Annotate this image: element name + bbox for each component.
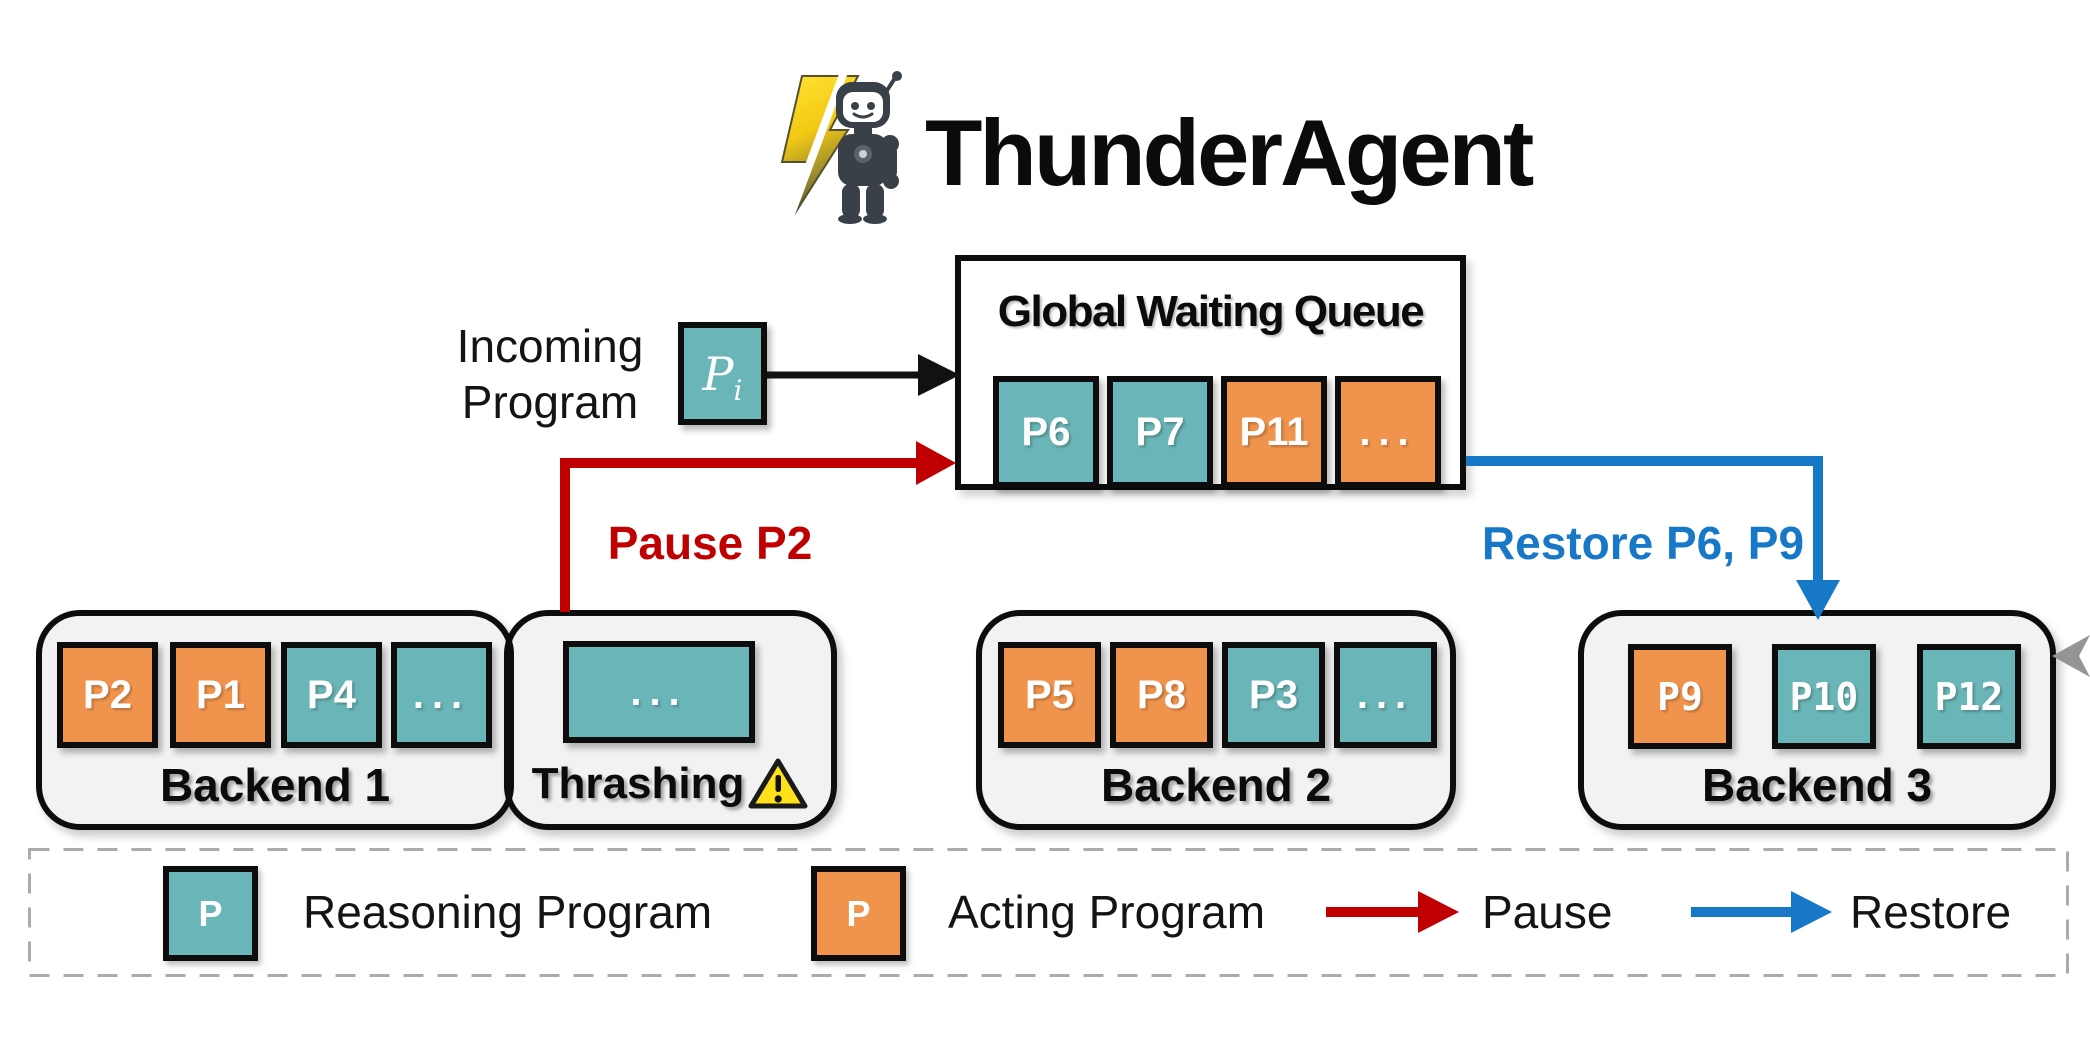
- incoming-program-box: Pi: [678, 322, 767, 425]
- lightning-bolt-robot-logo: [780, 70, 902, 224]
- queue-program-ellipsis: ...: [1335, 376, 1441, 488]
- incoming-line2: Program: [461, 376, 639, 428]
- backend1-program-p1: P1: [170, 642, 271, 748]
- program-label: ...: [1359, 409, 1417, 454]
- legend-pause-arrow-head: [1418, 891, 1459, 933]
- restore-action-label: Restore P6, P9: [1481, 517, 1805, 569]
- backend1-program-ellipsis: ...: [391, 642, 492, 748]
- backend1-program-p4: P4: [281, 642, 382, 748]
- thrashing-program-box: ...: [563, 641, 755, 743]
- incoming-arrow-head: [918, 354, 960, 396]
- backend1-program-p2: P2: [57, 642, 158, 748]
- thrashing-label-row: Thrashing: [504, 752, 837, 816]
- thrashing-border: [504, 610, 837, 830]
- backend2-program-p5: P5: [998, 642, 1101, 748]
- program-label: P12: [1934, 674, 2004, 719]
- program-label: P11: [1239, 409, 1309, 454]
- backend-2-border: [976, 610, 1456, 830]
- program-label: P7: [1135, 409, 1185, 454]
- warning-triangle-icon: [748, 758, 808, 809]
- pi-main: P: [702, 346, 734, 401]
- program-label: P2: [83, 672, 132, 717]
- queue-program-p6: P6: [993, 376, 1099, 488]
- legend-restore-arrow-head: [1791, 891, 1832, 933]
- program-label: P: [846, 892, 871, 934]
- backend2-program-ellipsis: ...: [1334, 642, 1437, 748]
- program-label: P5: [1025, 672, 1074, 717]
- program-label: P10: [1789, 674, 1859, 719]
- queue-program-p7: P7: [1107, 376, 1213, 488]
- program-label: P8: [1137, 672, 1186, 717]
- queue-program-p11: P11: [1221, 376, 1327, 488]
- legend-reasoning-label: Reasoning Program: [303, 886, 713, 938]
- backend3-program-p10: P10: [1772, 644, 1876, 749]
- program-label: ...: [412, 672, 471, 717]
- backend2-program-p3: P3: [1222, 642, 1325, 748]
- legend-restore-label: Restore: [1850, 886, 2012, 938]
- incoming-line1: Incoming: [456, 320, 644, 372]
- program-label: P9: [1657, 674, 1703, 719]
- backend3-program-p12: P12: [1917, 644, 2021, 749]
- program-label: P1: [196, 672, 245, 717]
- page-title: ThunderAgent: [925, 100, 1534, 205]
- legend-acting-label: Acting Program: [948, 886, 1266, 938]
- backend-1-label: Backend 1: [159, 759, 391, 811]
- incoming-program-label: Incoming Program: [430, 318, 670, 430]
- backend-3-label: Backend 3: [1701, 759, 1933, 811]
- program-label: P4: [307, 672, 356, 717]
- program-label: P3: [1249, 672, 1298, 717]
- legend-pause-label: Pause: [1482, 886, 1613, 938]
- gray-left-arrow: [2052, 635, 2090, 677]
- queue-title: Global Waiting Queue: [997, 287, 1425, 336]
- backend3-program-p9: P9: [1628, 644, 1732, 749]
- pi-sub: i: [733, 373, 743, 407]
- backend-1-border: [36, 610, 514, 830]
- backend2-program-p8: P8: [1110, 642, 1213, 748]
- program-label: ...: [630, 669, 688, 714]
- pause-action-label: Pause P2: [607, 517, 813, 569]
- legend-reasoning-box: P: [163, 866, 258, 961]
- program-label: ...: [1356, 672, 1415, 717]
- program-label: P: [198, 892, 223, 934]
- pi-label: Pi: [702, 346, 743, 405]
- legend-acting-box: P: [811, 866, 906, 961]
- program-label: P6: [1021, 409, 1071, 454]
- pause-arrow-head: [916, 441, 956, 485]
- backend-2-label: Backend 2: [1100, 759, 1332, 811]
- thrashing-label: Thrashing: [531, 759, 745, 808]
